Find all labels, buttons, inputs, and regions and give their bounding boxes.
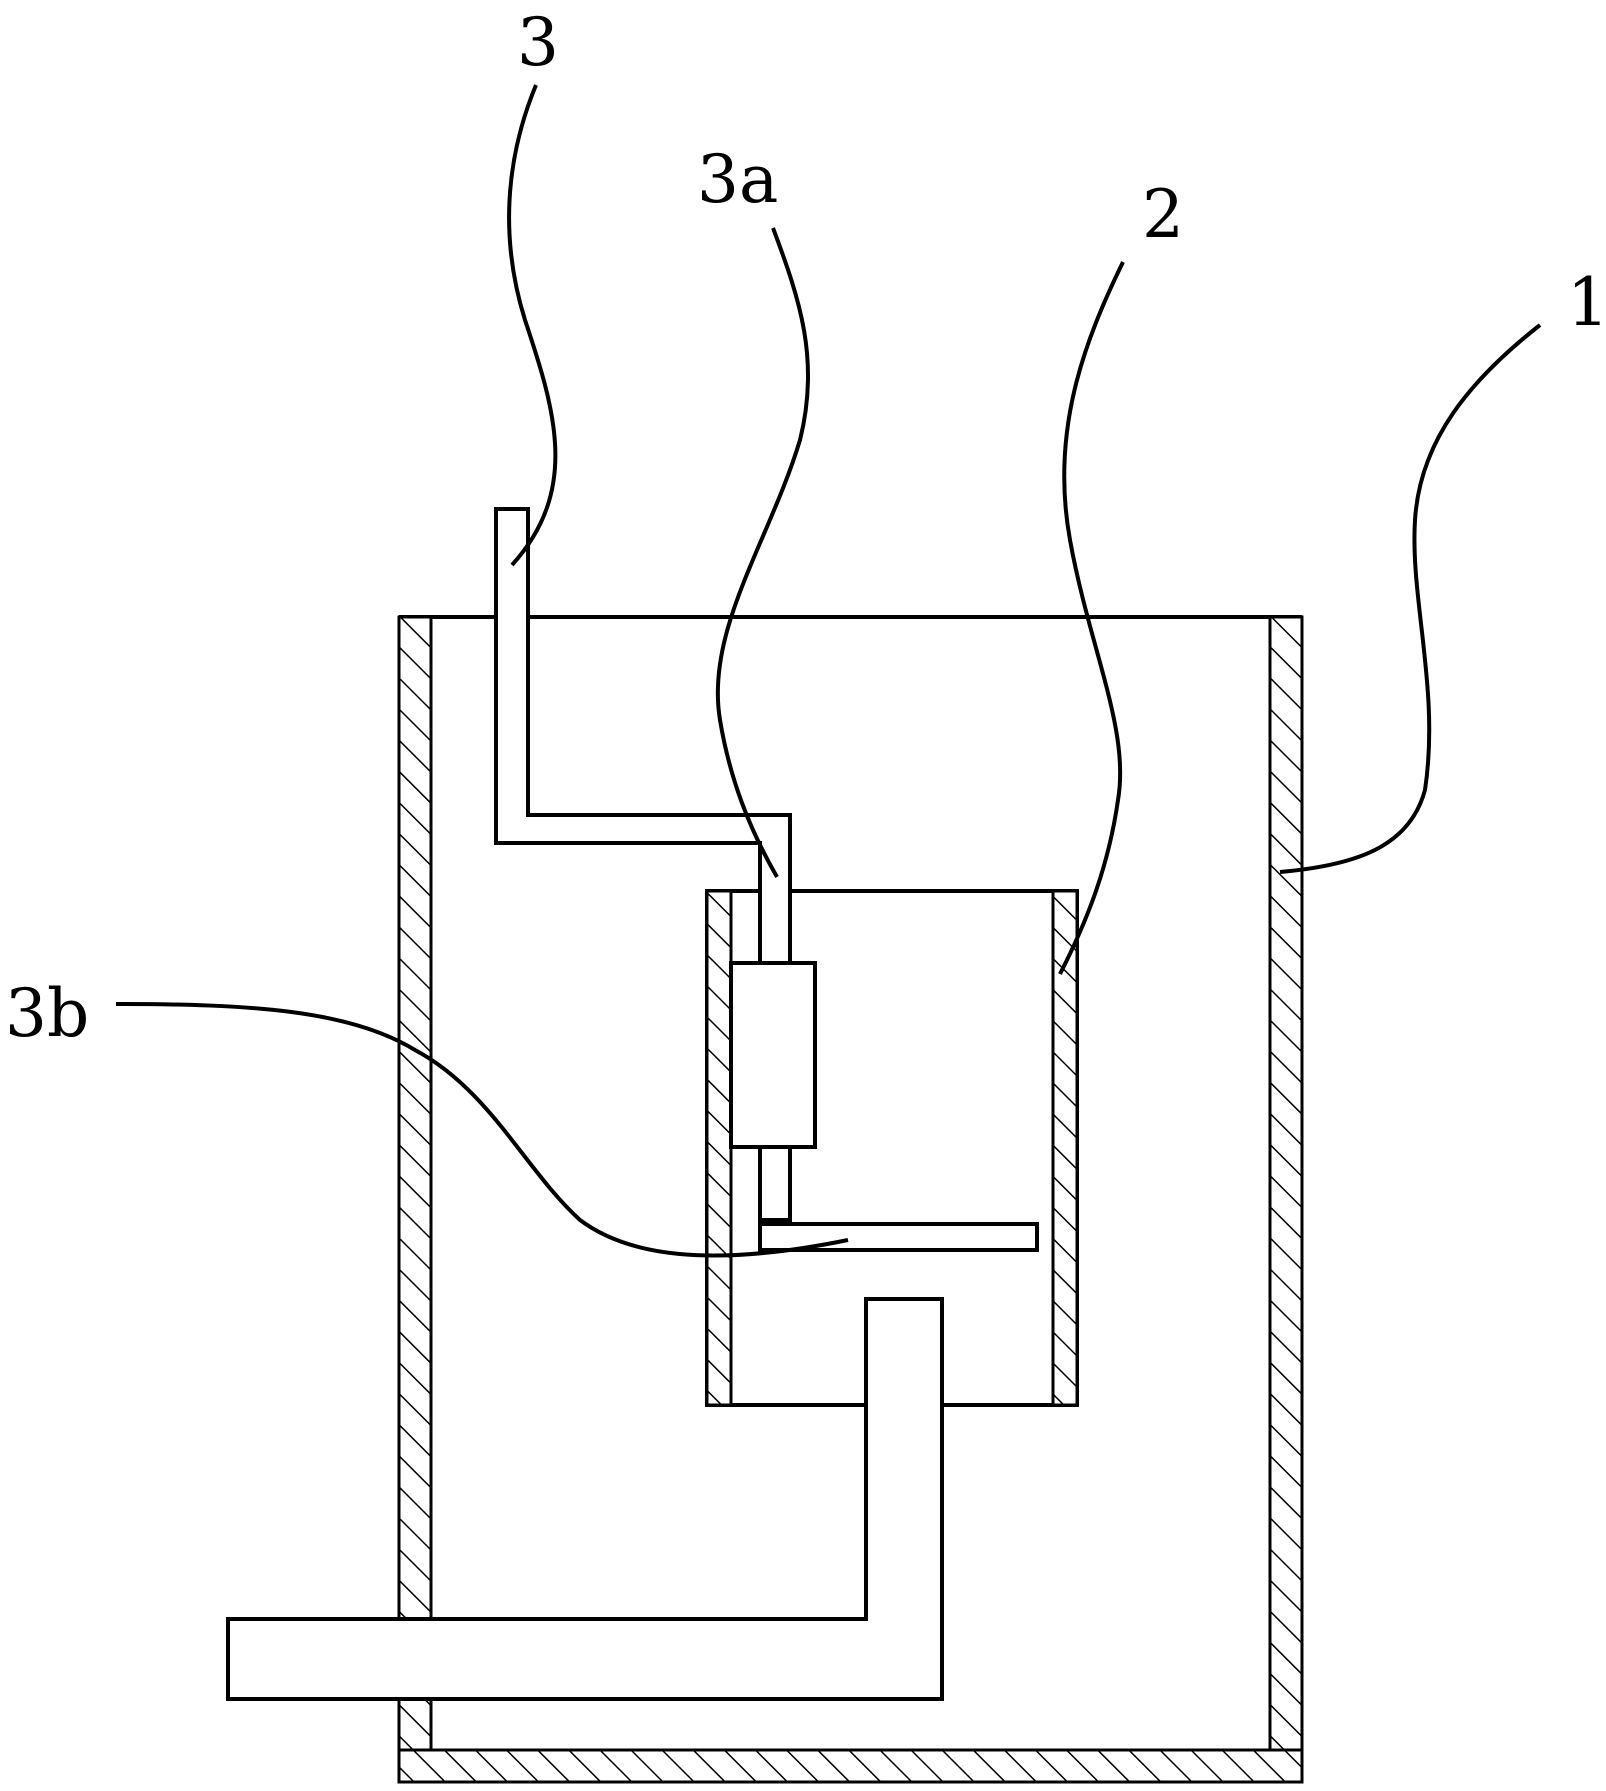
- leader-line-3a: [715, 227, 811, 878]
- leader-line-1: [1279, 323, 1542, 874]
- outer-container: [397, 615, 1304, 1784]
- label-3: 3: [517, 4, 559, 81]
- outlet-pipe: [226, 1297, 944, 1701]
- pipe: [494, 507, 1039, 1252]
- pipe-segment-3b: [758, 1222, 1039, 1252]
- outer-left-wall: [397, 615, 433, 1784]
- inner-left-wall: [705, 889, 733, 1407]
- leader-line-3b: [115, 1002, 849, 1258]
- label-1: 1: [1567, 264, 1606, 341]
- labels: 3 3a 2 1 3b: [5, 4, 1606, 1052]
- leader-line-3: [507, 84, 558, 567]
- pipe-side-block: [729, 961, 817, 1149]
- label-3a: 3a: [697, 141, 778, 218]
- outer-bottom-wall: [397, 1748, 1304, 1784]
- leader-line-2: [1058, 261, 1125, 975]
- outer-right-wall: [1268, 615, 1304, 1784]
- inner-right-wall: [1051, 889, 1079, 1407]
- label-2: 2: [1142, 176, 1184, 253]
- label-3b: 3b: [5, 975, 89, 1052]
- leader-lines: [115, 84, 1542, 1258]
